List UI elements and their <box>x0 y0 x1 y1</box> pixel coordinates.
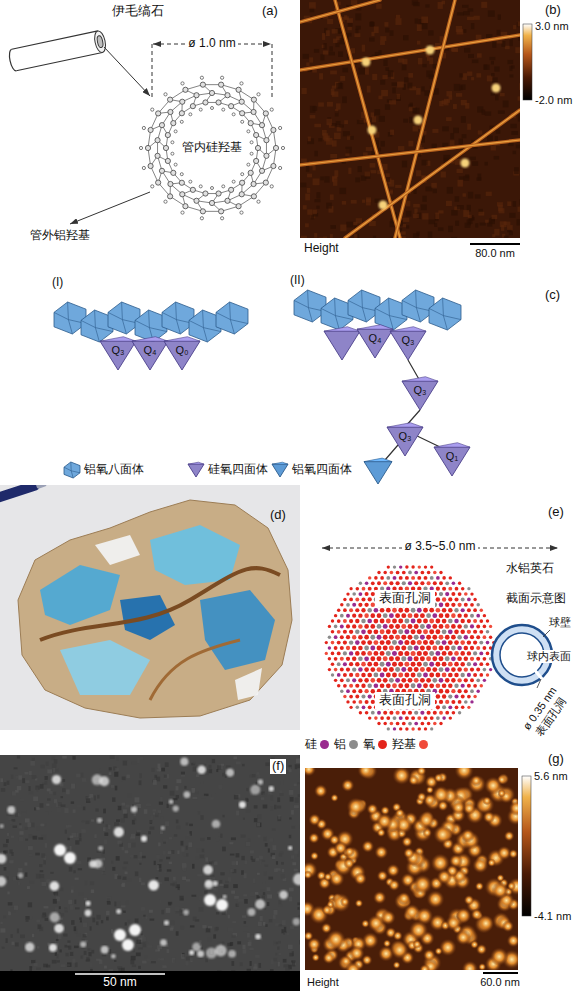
legend-color <box>64 462 80 478</box>
scale-label: 50 nm <box>103 976 136 990</box>
node-text: 表面孔洞 <box>379 591 431 606</box>
panel-letter: (b) <box>545 3 561 18</box>
part-label: 管外铝羟基 <box>30 229 90 243</box>
tem-image <box>0 755 300 972</box>
legend-item: 铝 <box>334 738 359 752</box>
imogolite-illustration <box>8 30 285 224</box>
legend-text: 硅 <box>305 738 317 752</box>
panel-letter: (d) <box>270 508 286 523</box>
scale-bar <box>470 243 520 245</box>
legend-color <box>320 740 329 749</box>
panel-letter: (c) <box>545 288 560 303</box>
legend-swatch <box>377 739 388 750</box>
panel-letter: (f) <box>270 759 286 774</box>
leader-line <box>70 192 150 224</box>
legend-item: 硅氧四面体 <box>186 461 268 479</box>
legend-color <box>272 464 288 477</box>
structure-label: (II) <box>290 274 305 288</box>
nanotube-sketch <box>8 30 107 72</box>
legend-text: 羟基 <box>392 738 416 752</box>
dimension-line <box>152 44 272 100</box>
legend-color <box>378 740 387 749</box>
site-label: Q₃ <box>398 430 411 443</box>
afm-image <box>300 0 520 238</box>
pore-label-box: 表面孔洞 <box>375 692 435 709</box>
part-label: 球内表面 <box>525 650 573 663</box>
legend-text: 氧 <box>363 738 375 752</box>
legend-swatch <box>418 739 429 750</box>
mineral-name: 水铝英石 <box>506 562 554 576</box>
legend-swatch <box>62 461 82 479</box>
node-text: 表面孔洞 <box>379 693 431 708</box>
polyhedra-illustration <box>54 290 470 484</box>
legend-item: 铝氧八面体 <box>62 461 144 479</box>
colorbar-max: 3.0 nm <box>535 20 569 33</box>
legend-color <box>419 740 428 749</box>
legend-swatch <box>270 461 290 479</box>
legend-color <box>349 740 358 749</box>
mineral-name: 伊毛缟石 <box>112 4 164 19</box>
colorbar-min: -4.1 nm <box>534 910 571 923</box>
legend-color <box>188 464 204 477</box>
afm-image <box>305 768 518 970</box>
scale-label: 80.0 nm <box>475 247 515 260</box>
site-label: Q₀ <box>175 344 188 357</box>
allophane-sphere <box>325 565 496 730</box>
colorbar-min: -2.0 nm <box>535 94 572 107</box>
leader-line <box>104 47 150 96</box>
channel-label: Height <box>304 242 339 256</box>
legend-text: 铝氧四面体 <box>292 463 352 477</box>
legend-text: 硅氧四面体 <box>208 463 268 477</box>
site-label: Q₄ <box>143 344 156 357</box>
legend-item: 铝氧四面体 <box>270 461 352 479</box>
legend-text: 铝 <box>334 738 346 752</box>
scale-bar <box>483 972 518 974</box>
part-label: 管内硅羟基 <box>182 141 242 155</box>
site-label: Q₃ <box>111 344 124 357</box>
legend-swatch <box>348 739 359 750</box>
legend-swatch <box>186 461 206 479</box>
mineral-photo <box>0 485 300 730</box>
legend-item: 羟基 <box>392 738 429 752</box>
structure-label: (I) <box>52 276 63 290</box>
colorbar-max: 5.6 nm <box>534 770 568 783</box>
imogolite-ring <box>139 76 284 220</box>
part-label: 球壁 <box>547 616 573 629</box>
pore-label-box: 表面孔洞 <box>375 590 435 607</box>
schematic-title: 截面示意图 <box>506 592 566 606</box>
scale-bar <box>75 973 165 975</box>
channel-label: Height <box>307 976 339 989</box>
colorbar <box>523 24 532 100</box>
scale-strip <box>0 971 300 991</box>
panel-letter: (g) <box>548 752 564 767</box>
legend-swatch <box>319 739 330 750</box>
site-label: Q₁ <box>446 450 458 463</box>
legend-item: 氧 <box>363 738 388 752</box>
site-label: Q₃ <box>401 334 414 347</box>
panel-letter: (a) <box>262 4 278 19</box>
legend-item: 硅 <box>305 738 330 752</box>
dimension-label: ø 3.5~5.0 nm <box>402 540 477 554</box>
site-label: Q₄ <box>368 332 381 345</box>
scale-label: 60.0 nm <box>480 976 520 989</box>
dimension-label: ø 1.0 nm <box>186 37 237 51</box>
colorbar <box>522 776 531 916</box>
legend-text: 铝氧八面体 <box>84 463 144 477</box>
panel-letter: (e) <box>548 505 564 520</box>
site-label: Q₃ <box>413 384 426 397</box>
